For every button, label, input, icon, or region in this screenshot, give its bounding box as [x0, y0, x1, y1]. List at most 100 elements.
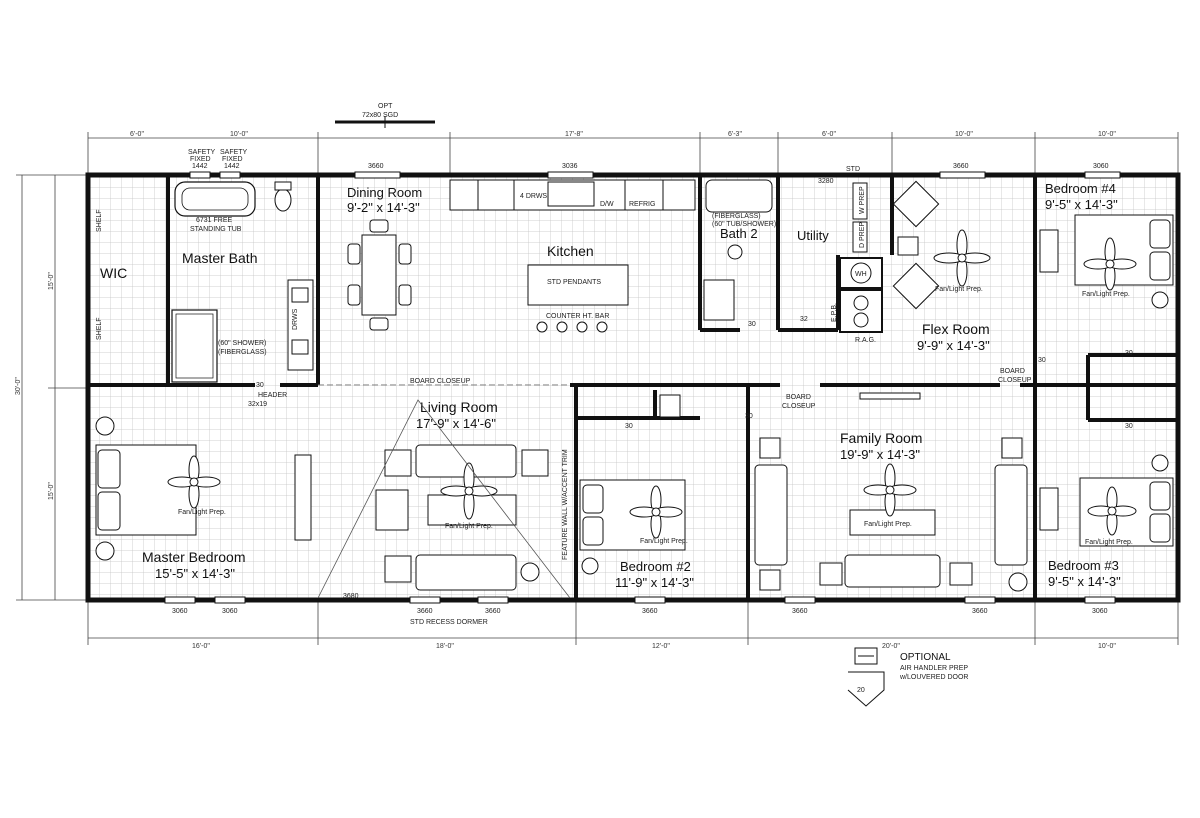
feature-wall-label: FEATURE WALL W/ACCENT TRIM — [562, 449, 569, 560]
door-mb-bath: 30 — [256, 382, 264, 389]
bed4-pillows — [1149, 219, 1171, 281]
room-bed4: Bedroom #4 — [1045, 181, 1116, 196]
room-bed3: Bedroom #3 — [1048, 558, 1119, 573]
pendants-label: STD PENDANTS — [547, 279, 601, 286]
wh-label: WH — [855, 271, 867, 278]
room-dining-size: 9'-2" x 14'-3" — [347, 200, 420, 215]
washer-prep — [852, 182, 868, 220]
tub-label-1: 6731 FREE — [196, 217, 233, 224]
epb-label: E.P.B. — [831, 303, 838, 322]
header-label-1: HEADER — [258, 392, 287, 399]
master-nightstand-2 — [95, 541, 115, 561]
furnace-2 — [853, 312, 869, 328]
room-kitchen: Kitchen — [547, 243, 594, 259]
living-lamp — [520, 562, 540, 582]
room-master-bath: Master Bath — [182, 250, 257, 266]
dw-label: D/W — [600, 201, 614, 208]
window-dining: 3660 — [368, 163, 384, 170]
master-sink-2 — [291, 339, 309, 355]
bath2-fiberglass: (FIBERGLASS) — [712, 213, 761, 220]
dim-bottom-3: 12'-0" — [652, 643, 670, 650]
safety-right-1: SAFETY — [220, 149, 248, 156]
windows-bottom — [164, 596, 1116, 604]
kitchen-island — [527, 264, 629, 306]
bath2-tub — [705, 179, 773, 213]
room-flex: Flex Room — [922, 321, 990, 337]
dim-bottom-1: 16'-0" — [192, 643, 210, 650]
family-furniture — [754, 392, 1028, 591]
top-dimensions — [87, 132, 1179, 175]
bed2-hvac — [659, 394, 681, 418]
wic-shelf-1: SHELF — [96, 209, 103, 232]
safety-left-2: FIXED — [190, 156, 211, 163]
bed2-nightstand — [581, 557, 599, 575]
bed2-pillows — [582, 484, 604, 546]
dim-top-1: 6'-0" — [130, 131, 144, 138]
living-ceiling-fan — [440, 462, 498, 520]
door-utility: 32 — [800, 316, 808, 323]
bed3-fan-label: Fan/Light Prep. — [1085, 539, 1133, 546]
bed3-dresser — [1039, 487, 1059, 531]
room-wic: WIC — [100, 265, 127, 281]
counter-bar-label: COUNTER HT. BAR — [546, 313, 609, 320]
shower-inner — [175, 313, 214, 379]
w-prep-label: W PREP — [859, 186, 866, 214]
bed2-fan-label: Fan/Light Prep. — [640, 538, 688, 545]
dormer-label: STD RECESS DORMER — [410, 619, 488, 626]
kitchen-counter — [449, 179, 696, 211]
master-sink-1 — [291, 287, 309, 303]
safety-right-2: FIXED — [222, 156, 243, 163]
window-fam-1: 3660 — [792, 608, 808, 615]
flex-fan-label: Fan/Light Prep. — [935, 286, 983, 293]
window-flex: 3660 — [953, 163, 969, 170]
header-label-2: 32x19 — [248, 401, 267, 408]
bed2-ceiling-fan — [629, 485, 683, 539]
air-handler-closet — [847, 671, 885, 707]
door-flex: 30 — [1038, 357, 1046, 364]
dim-top-5: 6'-0" — [822, 131, 836, 138]
bath2-vanity — [703, 279, 735, 321]
living-sightline — [317, 399, 571, 599]
master-shower — [171, 309, 218, 383]
dim-left-top: 15'-0" — [48, 272, 55, 290]
bed4-nightstand — [1151, 291, 1169, 309]
family-ceiling-fan — [863, 463, 917, 517]
dim-top-6: 10'-0" — [955, 131, 973, 138]
window-bed2: 3660 — [642, 608, 658, 615]
std-label: STD — [846, 166, 860, 173]
bar-stools — [536, 321, 608, 333]
door-bed2: 30 — [625, 423, 633, 430]
bath2-tub-shower: (60" TUB/SHOWER) — [712, 221, 776, 228]
tub-inner — [181, 187, 249, 211]
room-bath2: Bath 2 — [720, 226, 758, 241]
opt-sgd-marker — [335, 116, 435, 128]
dim-top-2: 10'-0" — [230, 131, 248, 138]
dining-chairs — [347, 219, 412, 331]
air-handler-door: 20 — [857, 687, 865, 694]
master-fan-label: Fan/Light Prep. — [178, 509, 226, 516]
room-family: Family Room — [840, 430, 922, 446]
shower-label-2: (FIBERGLASS) — [218, 349, 267, 356]
left-dimensions — [16, 174, 88, 601]
door-bath2: 30 — [748, 321, 756, 328]
windows-top — [189, 171, 1121, 179]
opt-door-label: OPT — [378, 103, 393, 110]
master-drws: DRWS — [292, 308, 299, 330]
room-living-size: 17'-9" x 14'-6" — [416, 416, 496, 431]
room-family-size: 19'-9" x 14'-3" — [840, 447, 920, 462]
safety-right-3: 1442 — [224, 163, 240, 170]
window-mb-2: 3060 — [222, 608, 238, 615]
family-board-2: CLOSEUP — [782, 403, 816, 410]
toilet-tank — [274, 181, 292, 191]
bed4-dresser — [1039, 229, 1059, 273]
refrig-label: REFRIG — [629, 201, 655, 208]
bottom-dimensions — [87, 600, 1179, 645]
dim-top-7: 10'-0" — [1098, 131, 1116, 138]
dim-left-bottom: 15'-0" — [48, 482, 55, 500]
room-bed4-size: 9'-5" x 14'-3" — [1045, 197, 1118, 212]
master-toilet — [274, 188, 292, 212]
shower-label-1: (60" SHOWER) — [218, 340, 266, 347]
bed4-fan-label: Fan/Light Prep. — [1082, 291, 1130, 298]
room-bed2: Bedroom #2 — [620, 559, 691, 574]
